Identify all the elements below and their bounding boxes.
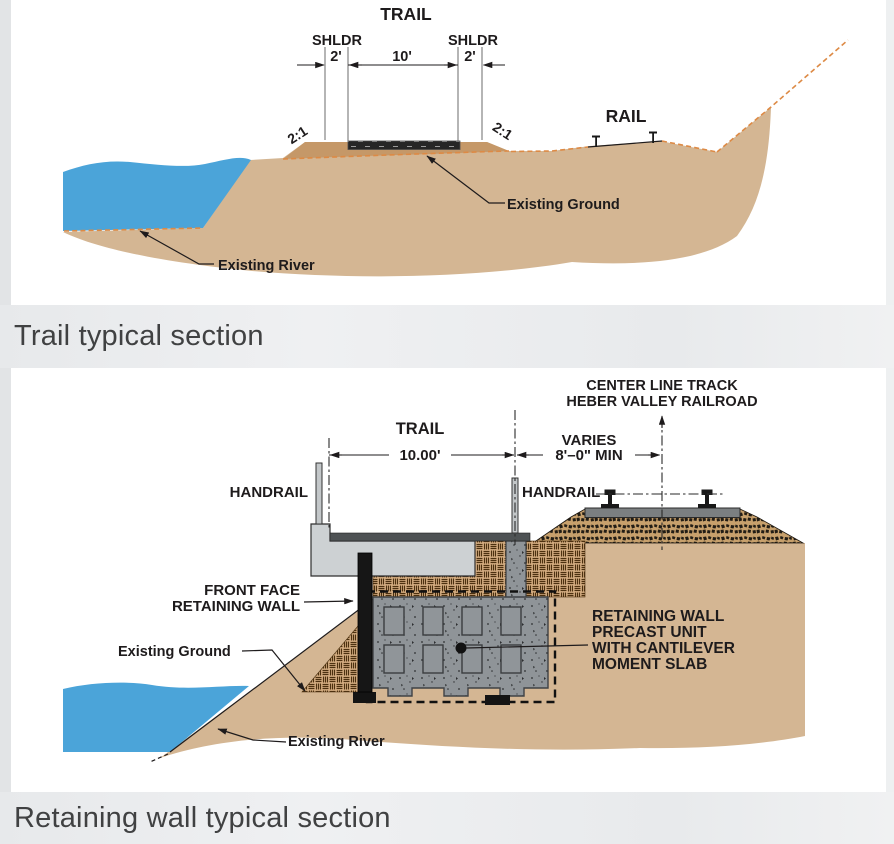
trail-label: TRAIL — [396, 420, 445, 438]
precast-label-4: MOMENT SLAB — [592, 656, 707, 673]
dim-trail-value: 10' — [392, 49, 412, 65]
handrail-right-label: HANDRAIL — [522, 484, 600, 501]
front-face-leader — [303, 597, 354, 605]
trail-section-diagram: TRAIL SHLDR SHLDR 2' 10' 2' 2:1 2:1 RAIL… — [63, 4, 849, 277]
trail-title-label: TRAIL — [380, 4, 432, 24]
bearing-pad-left — [353, 692, 376, 703]
rail-glyph-right — [649, 131, 657, 143]
front-face-label-1: FRONT FACE — [204, 582, 300, 599]
existing-river-label: Existing River — [288, 734, 385, 750]
existing-ground-dash-river — [63, 227, 203, 232]
existing-ground-label: Existing Ground — [118, 644, 231, 660]
varies-dim-value: 8'–0" MIN — [555, 447, 622, 464]
existing-ground-label: Existing Ground — [507, 197, 620, 213]
front-face-wall — [357, 552, 373, 693]
existing-ground-dash-dip — [661, 140, 718, 153]
precast-label-2: PRECAST UNIT — [592, 624, 707, 641]
rail-glyph-left — [601, 489, 619, 508]
shoulder-right-label: SHLDR — [448, 33, 498, 49]
backfill-hatch-right-of-stem — [525, 540, 586, 598]
slope-dash-extension — [149, 753, 169, 763]
trail-dim-value: 10.00' — [399, 447, 440, 464]
existing-ground-slope-line — [169, 598, 374, 753]
handrail-left-label: HANDRAIL — [230, 484, 308, 501]
centerline-track-label-1: CENTER LINE TRACK — [586, 378, 738, 394]
front-face-label-2: RETAINING WALL — [172, 598, 300, 615]
existing-ground-leader — [241, 649, 306, 692]
precast-label-1: RETAINING WALL — [592, 608, 724, 625]
existing-river-leader — [139, 230, 214, 265]
bearing-pad-middle — [485, 695, 510, 705]
precast-label-3: WITH CANTILEVER — [592, 640, 735, 657]
trail-deck-surface — [329, 532, 531, 542]
river-shape — [63, 157, 251, 231]
rail-glyph-right — [698, 489, 716, 508]
precast-openings — [383, 606, 522, 674]
dim-shoulder-left-value: 2' — [330, 49, 342, 65]
rail-label: RAIL — [606, 106, 647, 126]
precast-dashed-outline — [365, 590, 557, 704]
slope-right-label: 2:1 — [490, 119, 516, 144]
trail-caption-strip: Trail typical section — [0, 305, 894, 368]
precast-leader-dot — [455, 642, 467, 654]
river-shape — [63, 682, 249, 752]
trail-pavement — [347, 140, 461, 150]
moment-slab — [310, 523, 476, 577]
ground-shape — [63, 107, 771, 277]
existing-ground-leader — [426, 155, 505, 204]
existing-river-leader — [217, 728, 287, 743]
track-line — [587, 140, 663, 148]
handrail-post-left — [315, 462, 323, 525]
retaining-caption-strip: Retaining wall typical section — [0, 792, 894, 844]
shoulder-left-label: SHLDR — [312, 33, 362, 49]
varies-label: VARIES — [562, 432, 617, 449]
existing-ground-dash-fill — [282, 150, 510, 160]
retaining-wall-diagram: CENTER LINE TRACK HEBER VALLEY RAILROAD … — [63, 378, 805, 763]
existing-river-label: Existing River — [218, 258, 315, 274]
precast-leader — [465, 644, 589, 649]
centerline-track-label-2: HEBER VALLEY RAILROAD — [566, 394, 757, 410]
rail-glyph-left — [592, 135, 600, 147]
trail-caption: Trail typical section — [14, 320, 264, 352]
existing-ground-dash-right — [510, 146, 589, 153]
dim-shoulder-right-value: 2' — [464, 49, 476, 65]
existing-ground-dash-hill — [716, 39, 849, 153]
retaining-caption: Retaining wall typical section — [14, 802, 391, 834]
